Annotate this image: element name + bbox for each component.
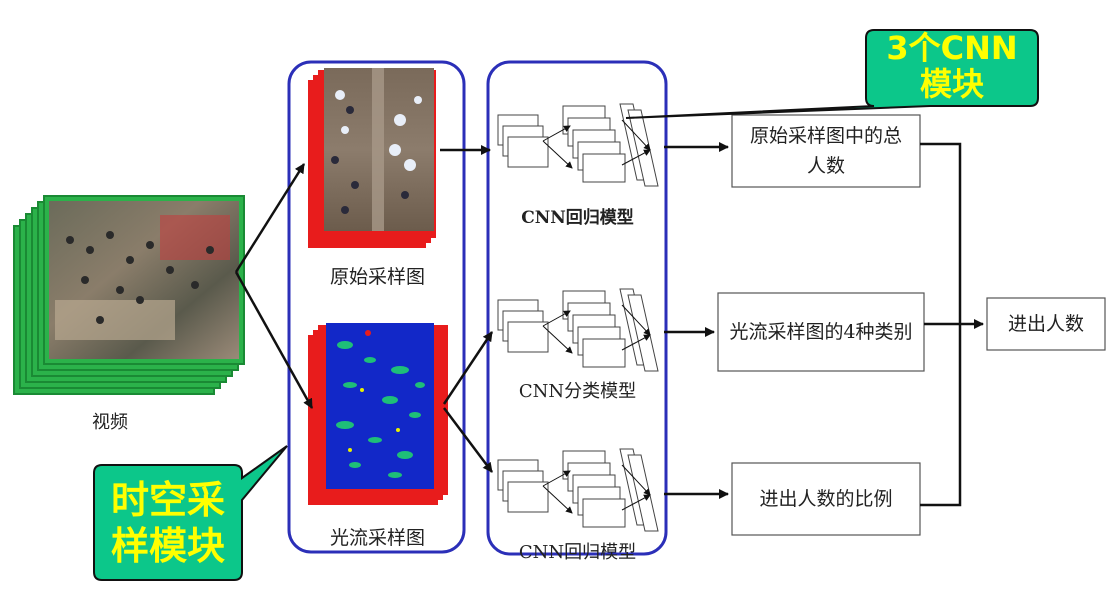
label-cnn-regression-top: CNN回归模型 [521, 208, 634, 228]
cnn-block-regression-top [497, 103, 659, 187]
output-box-total-count [731, 114, 921, 188]
callout-cnn-modules-line1: 3个CNN [886, 29, 1018, 67]
output-box-flow-classes [717, 292, 925, 372]
optical-flow-sample-stack [308, 323, 448, 505]
output-box-in-out-count [986, 297, 1106, 351]
text-in-out-ratio: 进出人数的比例 [759, 488, 893, 510]
cnn-modules-callout-bubble [625, 29, 1039, 119]
original-sample-stack [308, 68, 436, 248]
label-video: 视频 [92, 412, 128, 433]
sampling-group-border [287, 60, 466, 554]
text-flow-classes: 光流采样图的4种类别 [729, 321, 913, 343]
callout-cnn-modules-line2: 模块 [919, 65, 984, 103]
output-box-in-out-ratio [731, 462, 921, 536]
label-original-sample: 原始采样图 [329, 266, 425, 288]
label-cnn-classification: CNN分类模型 [518, 381, 637, 402]
text-total-count: 原始采样图中的总人数 [749, 125, 902, 177]
cnn-group-border [486, 60, 668, 556]
label-cnn-regression-bottom: CNN回归模型 [518, 542, 637, 563]
sampling-module-callout-bubble [93, 445, 288, 581]
label-optical-flow-sample: 光流采样图 [329, 527, 425, 549]
callout-sampling-module-line1: 时空采 [110, 478, 225, 522]
video-frame-stack [13, 195, 245, 395]
cnn-block-classification [497, 288, 659, 372]
callout-sampling-module-line2: 样模块 [110, 524, 225, 568]
optical-flow-image [326, 323, 434, 489]
cnn-block-regression-bottom [497, 448, 659, 532]
text-in-out-count: 进出人数 [1007, 313, 1084, 335]
flow-arrows [234, 142, 984, 507]
